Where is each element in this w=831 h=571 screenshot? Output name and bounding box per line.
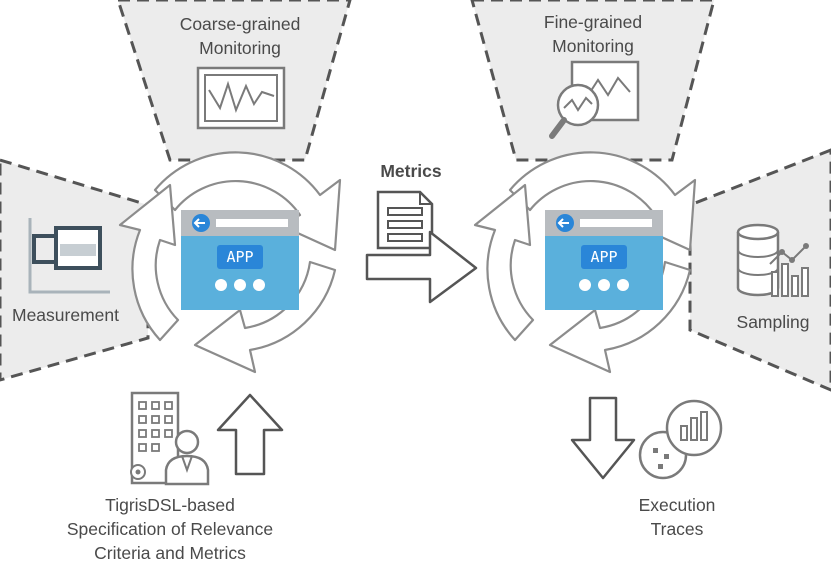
fine-monitoring-label-1: Fine-grained xyxy=(544,12,642,32)
right-app-window-icon: APP xyxy=(545,210,663,310)
left-app-window-icon: APP xyxy=(181,210,299,310)
coarse-monitor-icon xyxy=(196,66,286,130)
execution-label-2: Traces xyxy=(651,519,704,539)
metrics-label: Metrics xyxy=(380,161,442,181)
building-person-icon xyxy=(130,391,210,486)
execution-traces-icon xyxy=(638,399,723,480)
spec-label-3: Criteria and Metrics xyxy=(94,543,246,563)
execution-down-arrow xyxy=(570,396,636,480)
sampling-label: Sampling xyxy=(737,312,810,332)
specification-up-arrow xyxy=(216,393,284,476)
sampling-database-icon xyxy=(736,223,809,297)
measurement-icon xyxy=(28,218,110,294)
fine-monitoring-label-2: Monitoring xyxy=(552,36,634,56)
execution-label-1: Execution xyxy=(639,495,716,515)
coarse-monitoring-label-1: Coarse-grained xyxy=(180,14,301,34)
right-app-badge: APP xyxy=(590,248,617,266)
spec-label-2: Specification of Relevance xyxy=(67,519,273,539)
metrics-document-icon xyxy=(376,190,434,250)
measurement-label: Measurement xyxy=(12,305,119,325)
fine-monitor-magnifier-icon xyxy=(549,60,640,139)
metrics-flow-arrow xyxy=(365,230,478,304)
spec-label-1: TigrisDSL-based xyxy=(105,495,235,515)
left-app-badge: APP xyxy=(226,248,253,266)
coarse-monitoring-label-2: Monitoring xyxy=(199,38,281,58)
